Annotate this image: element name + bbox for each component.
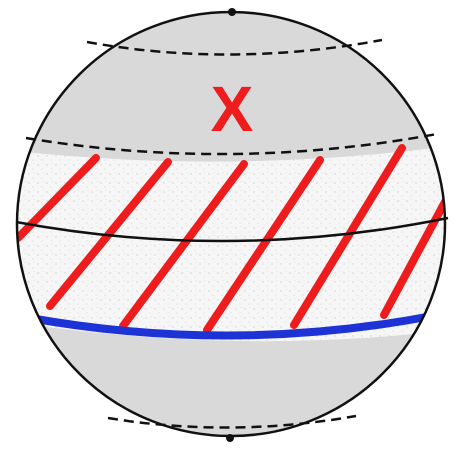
south-pole-dot [226, 434, 234, 442]
north-pole-dot [228, 8, 236, 16]
marker-label: X [211, 73, 254, 145]
